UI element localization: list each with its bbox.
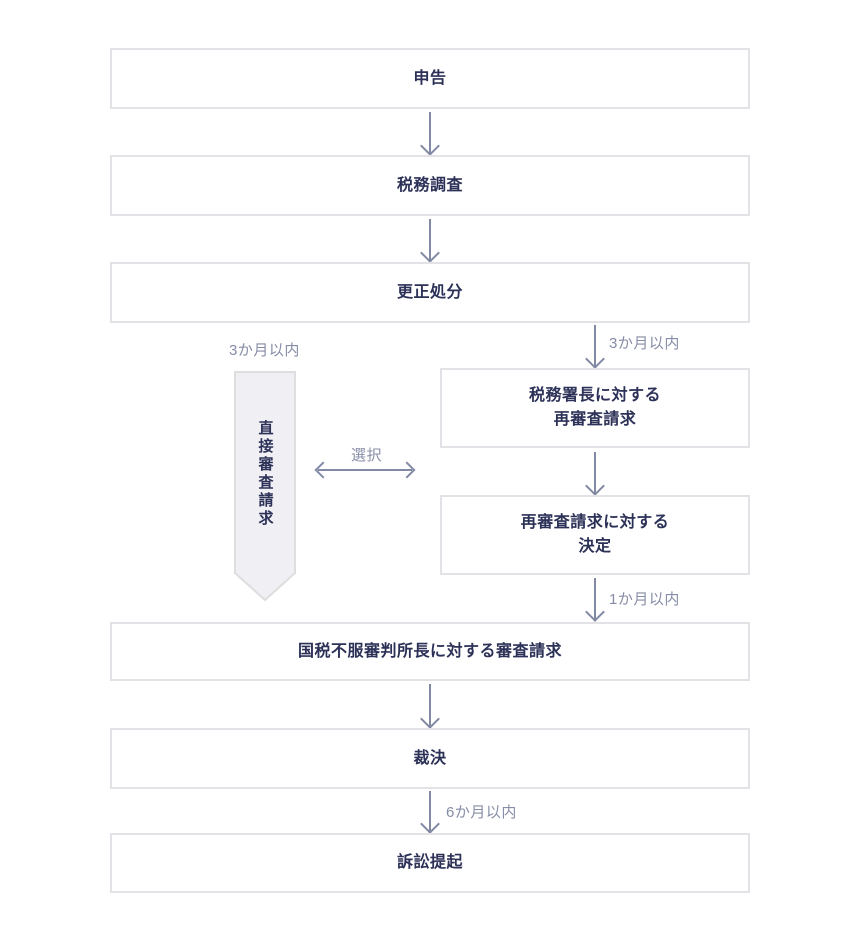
node-filing-lawsuit-label: 訴訟提起: [396, 854, 463, 871]
node-declaration-label: 申告: [413, 69, 447, 87]
banner-pennant-shape: [234, 371, 296, 602]
node-tax-audit-label: 税務調査: [396, 176, 463, 194]
node-reexamination-request: 税務署長に対する 再審査請求: [440, 368, 750, 448]
arrow-down-icon: [429, 684, 431, 726]
node-reexamination-request-line1: 税務署長に対する: [528, 387, 661, 404]
node-examination-request-tribunal: 国税不服審判所長に対する審査請求: [110, 622, 750, 681]
arrow-down-icon: [429, 112, 431, 153]
node-direct-examination-request: 直接審査請求: [256, 419, 274, 528]
edge-label-direct-deadline: 3か月以内: [229, 342, 300, 359]
arrow-down-icon: [594, 578, 596, 619]
node-reexamination-decision-line1: 再審査請求に対する: [520, 514, 670, 531]
node-reexamination-request-line2: 再審査請求: [553, 411, 637, 428]
arrow-down-icon: [429, 791, 431, 831]
edge-label-suit-deadline: 6か月以内: [446, 804, 517, 821]
node-examination-request-tribunal-label: 国税不服審判所長に対する審査請求: [297, 642, 562, 660]
arrow-down-icon: [594, 325, 596, 366]
edge-label-choice: 選択: [351, 447, 383, 464]
node-ruling: 裁決: [110, 728, 750, 789]
edge-label-reexam-deadline: 3か月以内: [609, 335, 680, 352]
node-reexamination-decision-line2: 決定: [578, 538, 612, 555]
node-tax-audit: 税務調査: [110, 155, 750, 216]
node-correction-disposition: 更正処分: [110, 262, 750, 323]
node-filing-lawsuit: 訴訟提起: [110, 833, 750, 893]
node-declaration: 申告: [110, 48, 750, 109]
arrow-down-icon: [594, 452, 596, 493]
arrow-double-horizontal-icon: [318, 469, 412, 471]
arrow-down-icon: [429, 219, 431, 260]
edge-label-review-deadline: 1か月以内: [609, 591, 680, 608]
node-reexamination-decision: 再審査請求に対する 決定: [440, 495, 750, 575]
node-correction-disposition-label: 更正処分: [396, 283, 463, 301]
node-ruling-label: 裁決: [413, 749, 447, 767]
